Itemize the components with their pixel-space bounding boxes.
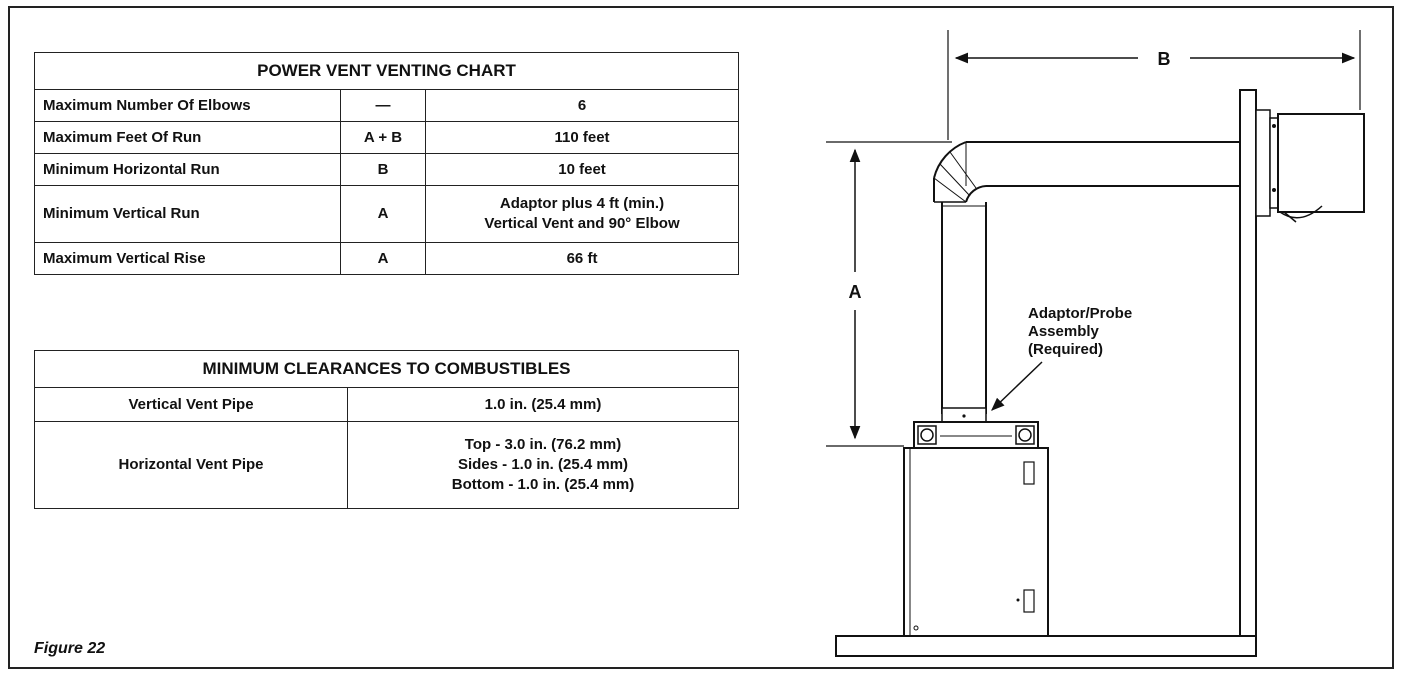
vertical-vent-pipe xyxy=(941,202,987,414)
clearances-chart-title: MINIMUM CLEARANCES TO COMBUSTIBLES xyxy=(33,350,740,388)
water-heater-body xyxy=(903,447,1049,637)
table-row: Vertical Vent Pipe 1.0 in. (25.4 mm) xyxy=(34,387,740,422)
horizontal-vent-pipe xyxy=(966,141,1240,187)
table-row: Maximum Vertical Rise A 66 ft xyxy=(34,242,740,275)
row-label: Maximum Feet Of Run xyxy=(34,121,341,154)
row-label: Maximum Number Of Elbows xyxy=(34,89,341,122)
value-line: Vertical Vent and 90° Elbow xyxy=(484,215,680,232)
power-vent-top xyxy=(913,421,1039,449)
row-value: Top - 3.0 in. (76.2 mm) Sides - 1.0 in. … xyxy=(346,421,740,509)
adaptor-callout: Adaptor/Probe Assembly (Required) xyxy=(991,305,1132,411)
dimension-b xyxy=(947,30,1361,140)
row-label: Minimum Horizontal Run xyxy=(34,153,341,186)
dimension-b-label: B xyxy=(1158,49,1171,69)
row-value: 66 ft xyxy=(424,242,740,275)
value-line: Top - 3.0 in. (76.2 mm) xyxy=(464,436,622,453)
power-vent-venting-chart: POWER VENT VENTING CHART Maximum Number … xyxy=(33,52,740,275)
table-row: Minimum Horizontal Run B 10 feet xyxy=(34,153,740,186)
table-row: Maximum Number Of Elbows — 6 xyxy=(34,89,740,122)
callout-line: Assembly xyxy=(1028,323,1100,340)
floor-slab xyxy=(835,635,1257,657)
table-row: Maximum Feet Of Run A + B 110 feet xyxy=(34,121,740,154)
row-code: B xyxy=(340,153,426,186)
row-label: Maximum Vertical Rise xyxy=(34,242,341,275)
row-label: Minimum Vertical Run xyxy=(34,185,341,243)
table-row: Horizontal Vent Pipe Top - 3.0 in. (76.2… xyxy=(34,421,740,509)
value-line: Sides - 1.0 in. (25.4 mm) xyxy=(457,456,629,473)
minimum-clearances-chart: MINIMUM CLEARANCES TO COMBUSTIBLES Verti… xyxy=(33,350,740,509)
callout-line: Adaptor/Probe xyxy=(1028,305,1132,322)
figure-caption: Figure 22 xyxy=(34,640,106,657)
dimension-a-label: A xyxy=(849,282,862,302)
row-code: A xyxy=(340,185,426,243)
callout-line: (Required) xyxy=(1028,341,1103,358)
elbow-90 xyxy=(933,141,987,203)
vent-terminal xyxy=(1255,109,1365,223)
figure-frame xyxy=(8,6,1394,669)
row-value: 110 feet xyxy=(424,121,740,154)
dimension-a xyxy=(826,141,952,447)
value-line: Adaptor plus 4 ft (min.) xyxy=(499,195,665,212)
exterior-wall xyxy=(1239,89,1257,637)
value-line: Bottom - 1.0 in. (25.4 mm) xyxy=(451,476,635,493)
row-label: Horizontal Vent Pipe xyxy=(34,421,348,509)
